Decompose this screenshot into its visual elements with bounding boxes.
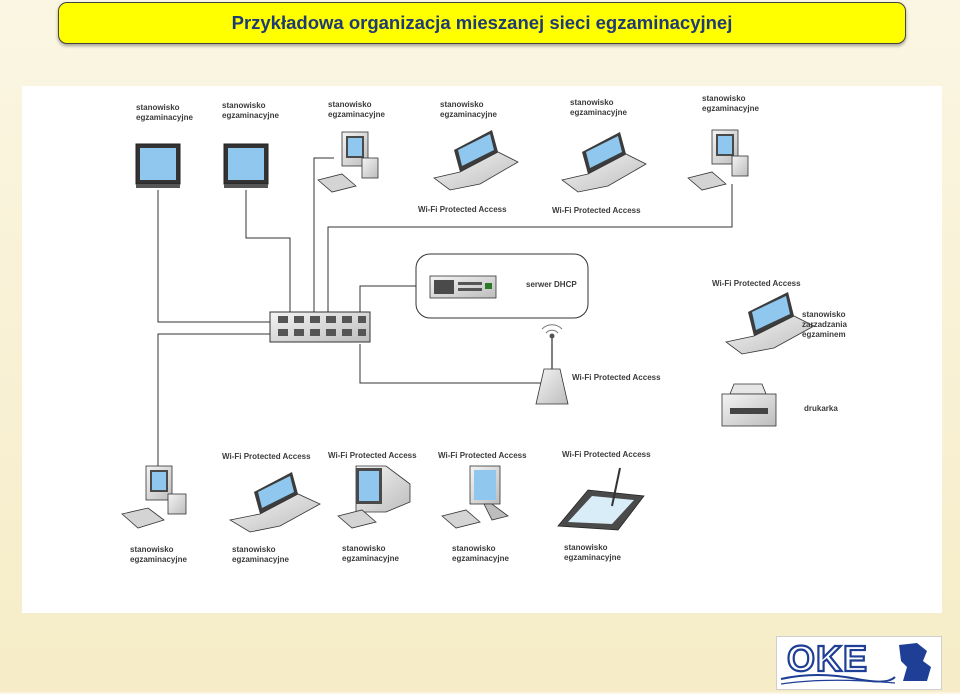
title-bar: Przykładowa organizacja mieszanej sieci …: [58, 2, 906, 44]
dhcp-label: serwer DHCP: [526, 280, 577, 289]
monitor-icon: [223, 143, 269, 188]
oke-logo-graphic: OKE: [780, 637, 931, 685]
wifi-label: Wi-Fi Protected Access: [552, 206, 641, 215]
printer-label: drukarka: [804, 404, 838, 413]
crt-monitor-icon: [337, 465, 411, 529]
printer-icon: [721, 383, 777, 427]
desktop-pc-icon: [317, 131, 379, 193]
monitor-icon: [135, 143, 181, 188]
oke-logo: OKE: [776, 636, 942, 690]
tablet-icon: [557, 467, 645, 531]
logo-text: OKE: [787, 638, 868, 679]
laptop-icon: [433, 130, 519, 191]
desktop-pc-icon: [121, 465, 187, 529]
network-switch-icon: [269, 311, 371, 343]
wifi-label: Wi-Fi Protected Access: [328, 451, 417, 460]
wifi-label: Wi-Fi Protected Access: [438, 451, 527, 460]
laptop-icon: [725, 292, 815, 355]
access-point-icon: [535, 324, 569, 405]
desktop-pc-icon: [687, 129, 749, 191]
laptop-icon: [228, 472, 321, 533]
wifi-label: Wi-Fi Protected Access: [572, 373, 661, 382]
page-title: Przykładowa organizacja mieszanej sieci …: [231, 12, 733, 33]
laptop-icon: [561, 132, 647, 193]
monitor-icon: [441, 465, 509, 529]
network-cables: [157, 157, 733, 471]
server-icon: [429, 275, 497, 299]
dhcp-server-box: [415, 253, 589, 319]
wifi-label: Wi-Fi Protected Access: [222, 452, 311, 461]
wifi-label: Wi-Fi Protected Access: [712, 279, 801, 288]
diagram-canvas: [121, 129, 815, 533]
wifi-label: Wi-Fi Protected Access: [418, 205, 507, 214]
wifi-label: Wi-Fi Protected Access: [562, 450, 651, 459]
